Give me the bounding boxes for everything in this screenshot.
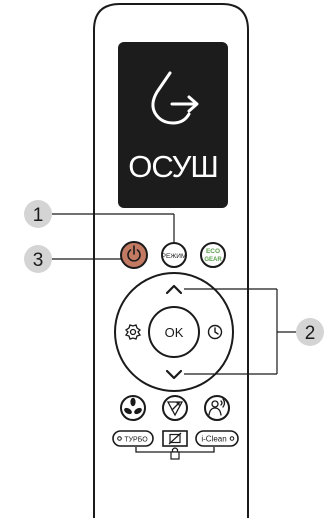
- swing-icon: [166, 401, 184, 417]
- empty-set-icon: [168, 432, 182, 445]
- gear-icon[interactable]: [124, 324, 142, 340]
- callout-2-circle: [296, 318, 324, 346]
- eco-label-line2: GEAR: [204, 257, 222, 263]
- lcd-screen: [118, 42, 228, 208]
- follow-me-button[interactable]: [204, 395, 230, 421]
- callout-3: 3: [24, 245, 121, 273]
- cancel-button[interactable]: [162, 430, 188, 447]
- swing-button[interactable]: [162, 395, 188, 421]
- callout-2: [184, 288, 296, 375]
- turbo-button[interactable]: ТУРБО: [112, 430, 154, 447]
- power-icon: [127, 245, 141, 262]
- dry-mode-droplet-icon: [151, 71, 199, 125]
- fan-icon: [124, 397, 142, 415]
- power-button[interactable]: [120, 241, 148, 269]
- callout-1: 1: [24, 200, 175, 243]
- callout-3-number: 3: [33, 250, 44, 271]
- turbo-button-label: ТУРБО: [124, 437, 148, 444]
- display-mode-text: ОСУШ: [128, 149, 218, 184]
- clock-icon[interactable]: [207, 324, 223, 340]
- iclean-button[interactable]: i-Clean: [195, 430, 239, 447]
- eco-gear-button[interactable]: ECO GEAR: [200, 242, 226, 268]
- lock-icon: [170, 447, 180, 460]
- ok-button[interactable]: OK: [148, 306, 200, 358]
- fan-speed-button[interactable]: [120, 395, 146, 421]
- chevron-down-icon[interactable]: [165, 369, 183, 380]
- callout-2-number: 2: [305, 323, 316, 344]
- eco-label-line1: ECO: [206, 248, 220, 255]
- chevron-up-icon[interactable]: [165, 284, 183, 295]
- callout-1-number: 1: [33, 205, 44, 226]
- mode-button-label: РЕЖИМ: [162, 253, 187, 260]
- ok-button-label: OK: [165, 325, 184, 340]
- follow-me-icon: [208, 398, 226, 416]
- mode-button[interactable]: РЕЖИМ: [161, 242, 187, 268]
- iclean-button-label: i-Clean: [201, 435, 226, 444]
